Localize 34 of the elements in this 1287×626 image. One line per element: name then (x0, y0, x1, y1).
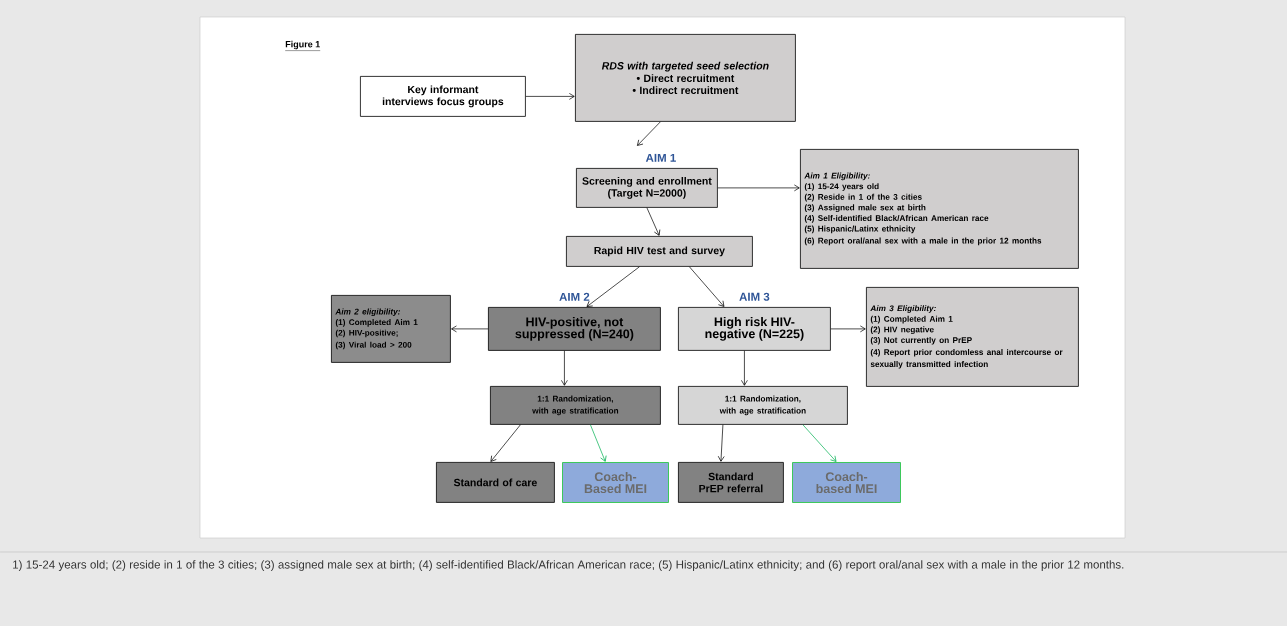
aim-label: AIM 3 (739, 292, 770, 301)
outcome-box: Standard PrEP referral (678, 462, 784, 503)
eligibility-box: Aim 3 Eligibility: (1) Completed Aim 1 (2) HIV negative (3) Not currently on PrEP (4) Report prior condomless anal intercourse or sexually transmitted infection (866, 287, 1079, 387)
arrow (490, 424, 521, 462)
process-box: Rapid HIV test and survey (566, 236, 753, 267)
arrow (646, 207, 661, 236)
arrow (689, 266, 725, 307)
arrow (717, 424, 725, 462)
process-box: Key informant interviews focus groups (360, 76, 526, 117)
aim-label: AIM 1 (645, 153, 676, 162)
eligibility-box: Aim 1 Eligibility: (1) 15-24 years old (2) Reside in 1 of the 3 cities (3) Assigned male sex at birth (4) Self-identified Black/African American race (5) Hispanic/Latinx ethnicity (6) Report oral/anal sex with a male in the prior 12 months (800, 149, 1079, 269)
caption: 1) 15-24 years old; (2) reside in 1 of the 3 cities; (3) assigned male sex at birth; (4) self-identified Black/African American race; (5) Hispanic/Latinx ethnicity; and (6) report oral/anal sex with a male in the prior 12 months. (13, 560, 1124, 571)
process-box: RDS with targeted seed selection • Direct recruitment • Indirect recruitment (575, 34, 796, 122)
arrow (802, 424, 837, 462)
process-box: Screening and enrollment (Target N=2000) (576, 168, 718, 208)
process-box: 1:1 Randomization, with age stratification (678, 386, 848, 425)
arrow (717, 184, 800, 192)
eligibility-box: Aim 2 eligibility: (1) Completed Aim 1 (2) HIV-positive; (3) Viral load > 200 (331, 295, 451, 363)
arrow (637, 121, 661, 146)
arrow (586, 266, 640, 307)
arrow (451, 325, 489, 333)
process-box: 1:1 Randomization, with age stratification (490, 386, 661, 425)
figure-label: Figure 1 (285, 40, 321, 51)
aim-label: AIM 2 (559, 292, 590, 301)
process-box: High risk HIV-negative (N=225) (678, 307, 831, 351)
arrow (830, 325, 866, 333)
outcome-box: Coach-Based MEI (562, 462, 669, 503)
outcome-box: Coach-based MEI (792, 462, 901, 503)
arrow (590, 424, 607, 462)
arrow (741, 350, 748, 386)
process-box: HIV-positive, not suppressed (N=240) (488, 307, 661, 351)
outcome-box: Standard of care (436, 462, 555, 503)
arrow (525, 93, 575, 100)
arrow (561, 350, 568, 386)
